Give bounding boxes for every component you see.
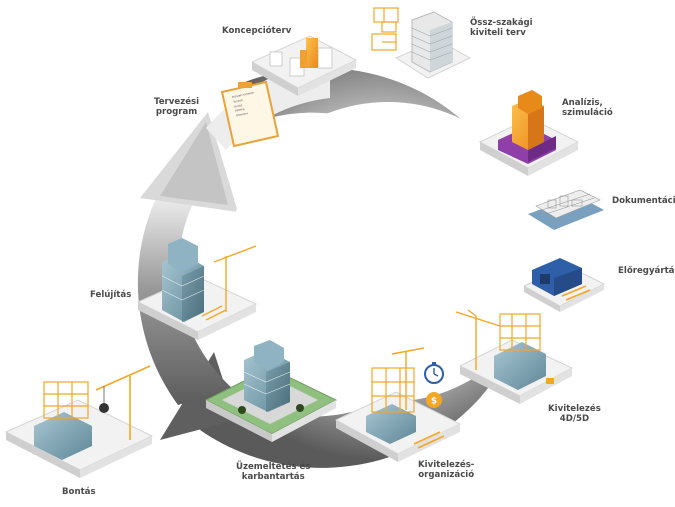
ossz-szakagi-tile: [371, 7, 472, 79]
label-line: karbantartás: [241, 472, 305, 483]
tower-crane-icon: [213, 245, 257, 312]
label-eloregyartas: Előregyártás: [618, 266, 675, 276]
felujitas-tile: [136, 238, 258, 340]
analizis-tile: [478, 90, 580, 176]
uzemeltetes-tile: [204, 340, 338, 442]
label-line: Koncepcióterv: [222, 26, 292, 36]
svg-text:$: $: [431, 397, 437, 407]
label-line: Dokumentáció: [612, 196, 675, 206]
ring-arc-left: [137, 190, 232, 405]
label-ossz-szakagi: Össz-szakági kiviteli terv: [470, 18, 533, 38]
label-felujitas: Felújítás: [90, 290, 131, 300]
kivitelezes-organizacio-tile: $: [334, 347, 462, 462]
coin-icon: $: [426, 392, 442, 408]
label-line: Kivitelezés-: [418, 460, 475, 470]
label-line: Analízis,: [562, 98, 603, 108]
label-bontas: Bontás: [62, 487, 96, 497]
demolition-crane-icon: [95, 365, 151, 440]
label-kivitelezes: Kivitelezés 4D/5D: [548, 404, 601, 424]
clipboard-tile: [220, 80, 280, 148]
koncepcioterv-tile: [250, 35, 358, 96]
label-uzemeltetes: Üzemeltetés és karbantartás: [236, 462, 310, 482]
label-line: Bontás: [62, 487, 96, 497]
floorplan-icon: [371, 7, 399, 51]
label-tervezesi-program: Tervezési program: [154, 97, 199, 117]
stopwatch-icon: [424, 362, 444, 384]
label-line: Előregyártás: [618, 266, 675, 276]
cycle-ring: [137, 58, 546, 468]
kivitelezes-tile: [455, 309, 574, 404]
ring-center: [230, 102, 546, 402]
eloregyartas-tile: [522, 258, 606, 312]
label-kivitelezes-organizacio: Kivitelezés- organizáció: [418, 460, 474, 480]
dokumentacio-tile: [528, 189, 604, 230]
label-line: program: [155, 107, 198, 118]
label-dokumentacio: Dokumentáció: [612, 196, 675, 206]
label-line: kiviteli terv: [470, 28, 526, 39]
label-analizis: Analízis, szimuláció: [562, 98, 613, 118]
label-line: Felújítás: [90, 290, 132, 300]
label-line: 4D/5D: [559, 414, 590, 425]
label-line: Össz-szakági: [470, 18, 533, 28]
label-line: Tervezési: [154, 97, 200, 107]
bontas-tile: [4, 365, 154, 478]
wrecking-ball-icon: [99, 403, 109, 413]
label-line: Kivitelezés: [548, 404, 601, 414]
tower-crane-icon: [391, 347, 425, 410]
tower-crane-icon: [455, 309, 501, 370]
label-line: organizáció: [418, 470, 475, 481]
label-koncepcioterv: Koncepcióterv: [222, 26, 291, 36]
label-line: Üzemeltetés és: [236, 462, 311, 472]
label-line: szimuláció: [562, 108, 613, 119]
